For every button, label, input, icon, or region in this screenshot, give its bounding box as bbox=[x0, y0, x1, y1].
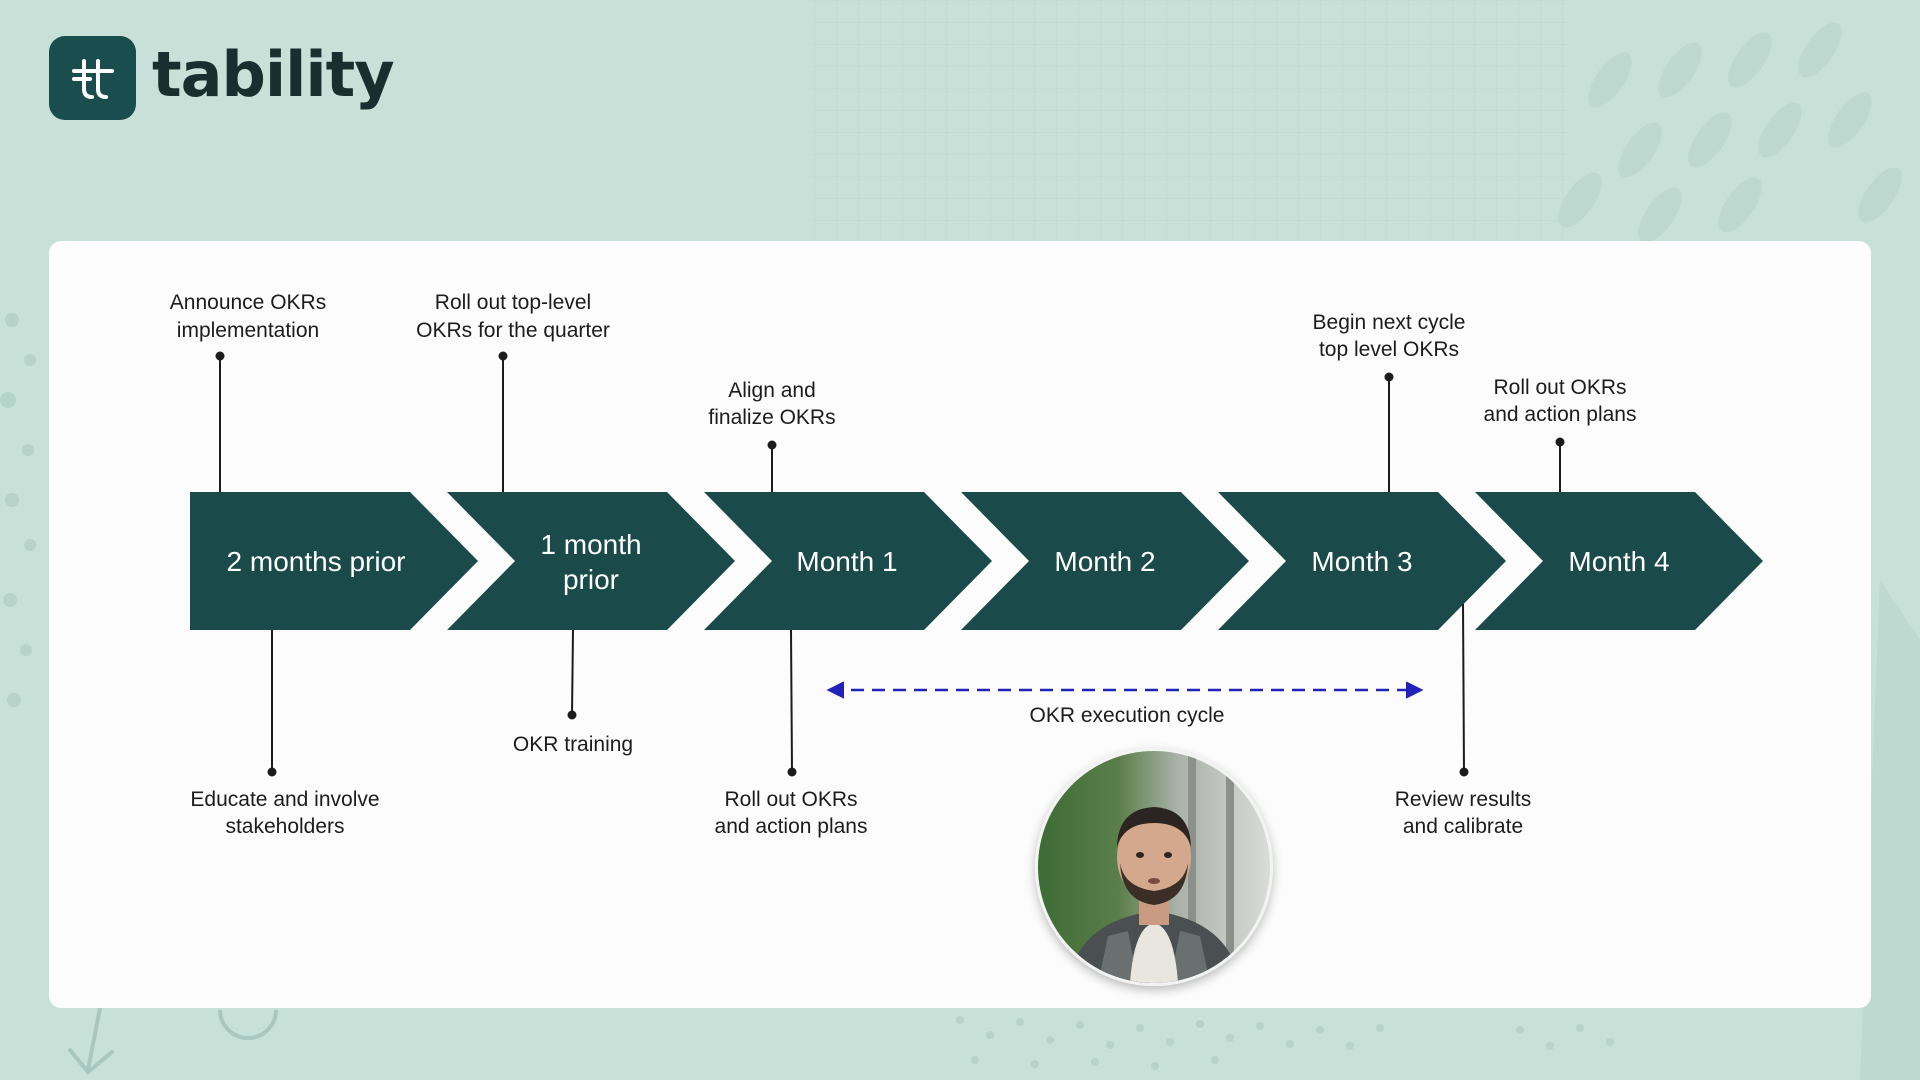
phase-label-month-1: Month 1 bbox=[796, 546, 897, 577]
phase-label-1-month-prior-line-2: prior bbox=[563, 564, 619, 595]
top-label-4-line-1: Begin next cycle bbox=[1313, 311, 1466, 334]
bottom-label-3-line-2: and action plans bbox=[715, 815, 868, 838]
top-label-5-line-1: Roll out OKRs bbox=[1493, 376, 1626, 399]
connector-bottom-2 bbox=[571, 629, 574, 716]
tability-logo: tability bbox=[49, 36, 395, 120]
phase-label-1-month-prior-line-1: 1 month bbox=[540, 529, 641, 560]
top-label-5-line-2: and action plans bbox=[1484, 403, 1637, 426]
connector-bottom-4 bbox=[1462, 603, 1465, 773]
top-label-4-line-2: top level OKRs bbox=[1319, 338, 1459, 361]
chevron-phase-3 bbox=[704, 492, 992, 630]
bottom-label-3-line-1: Roll out OKRs bbox=[724, 788, 857, 811]
top-label-2-line-2: OKRs for the quarter bbox=[416, 319, 610, 342]
bottom-label-4-line-2: and calibrate bbox=[1403, 815, 1523, 838]
top-label-3-line-1: Align and bbox=[728, 379, 816, 402]
top-label-1-line-2: implementation bbox=[177, 319, 319, 342]
chevron-phase-1 bbox=[190, 492, 478, 630]
bottom-label-1-line-2: stakeholders bbox=[225, 815, 344, 838]
chevron-phase-4 bbox=[961, 492, 1249, 630]
top-label-1-line-1: Announce OKRs bbox=[170, 291, 326, 314]
presenter-video-bubble[interactable] bbox=[1035, 748, 1273, 986]
phase-chevrons bbox=[190, 492, 1763, 630]
phase-label-month-2: Month 2 bbox=[1054, 546, 1155, 577]
presenter-avatar-icon bbox=[1038, 751, 1270, 983]
brand-name: tability bbox=[152, 38, 395, 111]
tability-logo-icon bbox=[49, 36, 136, 120]
phase-label-month-3: Month 3 bbox=[1311, 546, 1412, 577]
chevron-phase-6 bbox=[1475, 492, 1763, 630]
connector-bottom-3 bbox=[790, 629, 793, 773]
chevron-phase-5 bbox=[1218, 492, 1506, 630]
chevron-phase-2 bbox=[447, 492, 735, 630]
top-label-3-line-2: finalize OKRs bbox=[708, 406, 835, 429]
bottom-label-4-line-1: Review results bbox=[1395, 788, 1532, 811]
bottom-label-1-line-1: Educate and involve bbox=[190, 788, 379, 811]
execution-cycle-label: OKR execution cycle bbox=[1030, 704, 1225, 727]
phase-label-2-months-prior: 2 months prior bbox=[227, 546, 406, 577]
top-label-2-line-1: Roll out top-level bbox=[435, 291, 591, 314]
phase-label-month-4: Month 4 bbox=[1568, 546, 1669, 577]
bottom-label-2-line-1: OKR training bbox=[513, 733, 633, 756]
